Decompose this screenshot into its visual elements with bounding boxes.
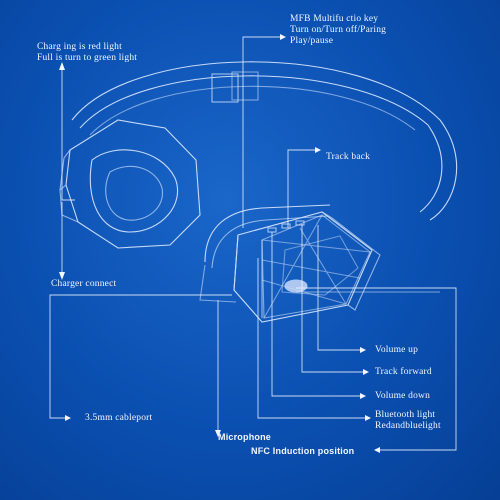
left-earcup <box>65 119 201 249</box>
leader-nfc <box>296 287 457 451</box>
leader-volume-down <box>271 232 360 397</box>
label-bluetooth-light: Bluetooth light <box>375 410 436 420</box>
leader-volume-up <box>317 225 360 351</box>
label-track-forward: Track forward <box>375 367 432 377</box>
label-microphone: Microphone <box>218 432 271 442</box>
leader-cable <box>49 294 232 419</box>
label-nfc: NFC Induction position <box>251 446 355 456</box>
leader-mfb <box>242 36 280 228</box>
label-volume-up: Volume up <box>375 345 419 355</box>
label-mfb-play: Play/pause <box>290 36 334 46</box>
leader-bluetooth <box>257 258 365 419</box>
label-mfb-title: MFB Multifu ctio key <box>290 14 379 24</box>
label-charging-green: Full is turn to green light <box>37 53 138 63</box>
label-mfb-functions: Turn on/Turn off/Paring <box>290 25 387 35</box>
label-red-blue-light: Redandbluelight <box>375 421 441 431</box>
label-track-back: Track back <box>326 152 371 162</box>
leader-track-back <box>287 149 315 228</box>
label-volume-down: Volume down <box>375 391 431 401</box>
headband <box>71 61 458 221</box>
leader-track-forward <box>301 224 363 373</box>
label-charging-red: Charg ing is red light <box>37 42 122 52</box>
label-cable-port: 3.5mm cableport <box>85 413 153 423</box>
label-charger-connect: Charger connect <box>51 279 117 289</box>
leader-charging <box>61 70 75 201</box>
